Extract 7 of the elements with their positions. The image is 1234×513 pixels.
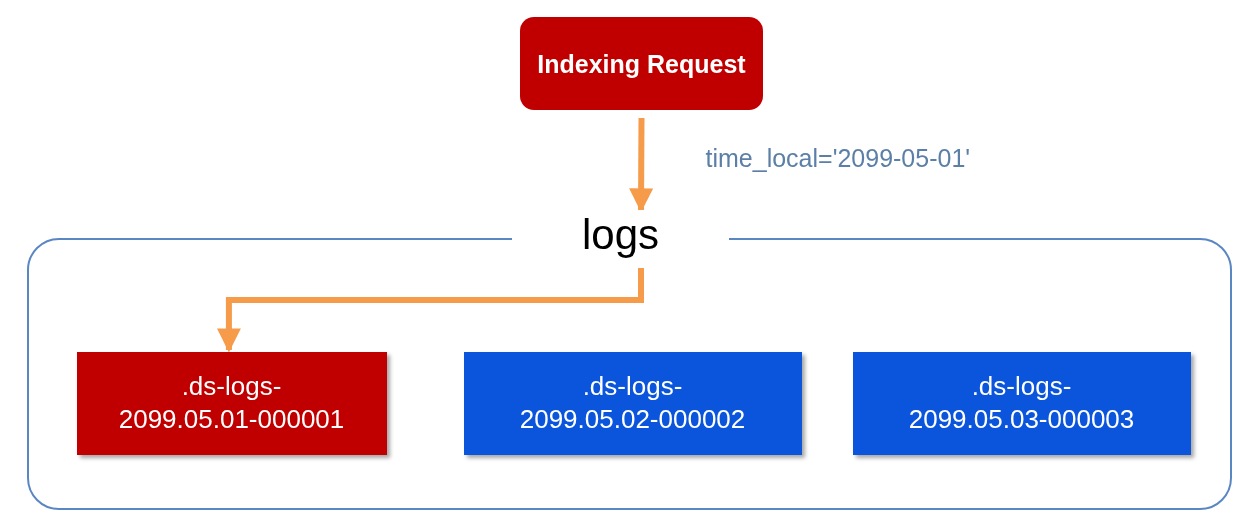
request-box: Indexing Request <box>520 17 763 110</box>
index-box: .ds-logs- 2099.05.01-000001 <box>76 351 387 455</box>
arrow <box>629 117 654 213</box>
index-box: .ds-logs- 2099.05.03-000003 <box>852 351 1191 455</box>
index-box: .ds-logs- 2099.05.02-000002 <box>463 351 802 455</box>
group-title: logs <box>512 210 730 260</box>
arrow <box>216 268 644 353</box>
